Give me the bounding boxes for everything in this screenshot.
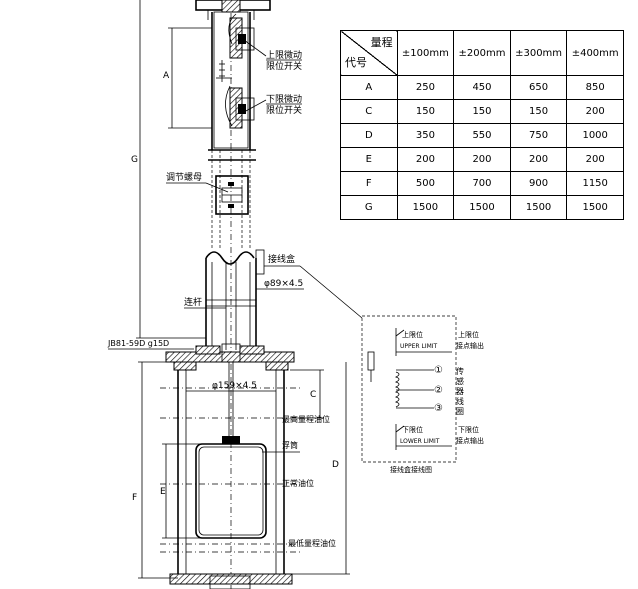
wiring-upper-left-2: UPPER LIMIT [400,343,438,350]
wiring-upper-right-2: 接点输出 [456,341,484,350]
table-row-code: D [340,123,398,148]
table-row: A 250 450 650 850 [340,75,624,100]
table-row: G 1500 1500 1500 1500 [340,195,624,220]
dim-label-C: C [310,390,316,400]
wiring-lower-right-2: 接点输出 [456,436,484,445]
wiring-sensor-4: 线 [456,396,464,406]
table-cell: 200 [566,99,624,124]
wiring-terminal-2: ② [434,385,443,396]
table-cell: 150 [509,99,568,124]
label-pipe-spec: φ89×4.5 [264,279,303,289]
dim-label-D: D [332,460,339,470]
label-flange: JB81-59D g15D [107,339,169,348]
table-cell: 450 [453,75,511,100]
table-cell: 1150 [566,171,624,196]
table-cell: 750 [509,123,568,148]
wiring-upper-left-1: 上限位 [402,330,423,339]
flange [165,343,295,371]
label-lower-switch-1: 下限微动 [266,93,302,105]
table-row: F 500 700 900 1150 [340,171,624,196]
label-connecting-rod: 连杆 [184,296,202,308]
table-row-code: C [340,99,398,124]
table-column-header: ±100mm [396,30,455,76]
wiring-sensor-5: 圈 [456,407,464,416]
table-row: E 200 200 200 200 [340,147,624,172]
callouts: 上限微动 限位开关 下限微动 限位开关 调节螺母 接线盒 φ89×4.5 连杆 … [107,39,363,548]
table-column-header: ±300mm [509,30,568,76]
label-upper-switch-2: 限位开关 [266,60,302,72]
table-cell: 200 [509,147,568,172]
range-table: 量程 代号 ±100mm ±200mm ±300mm ±400mm A 250 … [340,30,624,220]
table-cell: 250 [396,75,455,100]
table-cell: 1500 [566,195,624,220]
table-cell: 200 [396,147,455,172]
wiring-sensor-3: 器 [456,387,464,396]
table-row-code: G [340,195,398,220]
table-cell: 1000 [566,123,624,148]
label-junction-box: 接线盒 [268,253,295,265]
table-cell: 200 [566,147,624,172]
wiring-lower-left-2: LOWER LIMIT [400,438,440,445]
dim-label-G: G [131,155,138,165]
table-row: D 350 550 750 1000 [340,123,624,148]
wiring-terminal-1: ① [434,365,443,376]
table-cell: 500 [396,171,455,196]
dim-label-F: F [132,493,137,503]
label-lower-switch-2: 限位开关 [266,104,302,116]
dim-label-E: E [160,487,166,497]
label-adjust-nut: 调节螺母 [166,172,202,183]
table-cell: 1500 [509,195,568,220]
wiring-diagram: 上限位 UPPER LIMIT 上限位 接点输出 ① ② ③ 传 感 器 线 圈… [361,315,484,474]
table-cell: 350 [396,123,455,148]
label-max-level: 最高量程油位 [282,414,330,424]
table-row: C 150 150 150 200 [340,99,624,124]
table-cell: 200 [453,147,511,172]
wiring-title: 接线盒接线图 [390,465,432,474]
top-head [195,0,271,150]
dim-label-A: A [163,71,170,81]
wiring-sensor-2: 感 [456,376,464,386]
table-cell: 150 [453,99,511,124]
wiring-terminal-3: ③ [434,403,443,414]
label-float: 浮筒 [282,440,298,450]
table-corner-top: 量程 [370,36,393,49]
table-corner-bottom: 代号 [345,56,367,69]
table-row-code: E [340,147,398,172]
table-cell: 900 [509,171,568,196]
wiring-lower-left-1: 下限位 [402,425,423,434]
table-header-row: 量程 代号 ±100mm ±200mm ±300mm ±400mm [340,30,624,76]
table-cell: 1500 [453,195,511,220]
table-cell: 700 [453,171,511,196]
label-normal-level: 正常油位 [282,478,314,488]
label-float-chamber: φ159×4.5 [212,381,257,391]
table-row-code: A [340,75,398,100]
table-cell: 1500 [396,195,455,220]
table-cell: 850 [566,75,624,100]
label-min-level: 最低量程油位 [288,538,336,548]
wiring-upper-right-1: 上限位 [458,330,479,339]
table-cell: 550 [453,123,511,148]
table-column-header: ±200mm [453,30,511,76]
label-upper-switch-1: 上限微动 [266,49,302,61]
float-chamber [160,362,300,589]
table-row-code: F [340,171,398,196]
table-cell: 650 [509,75,568,100]
wiring-lower-right-1: 下限位 [458,425,479,434]
table-cell: 150 [396,99,455,124]
wiring-sensor-1: 传 [456,366,464,376]
table-corner-cell: 量程 代号 [340,30,398,76]
junction-section [205,249,265,352]
middle-column [208,149,256,250]
table-column-header: ±400mm [566,30,624,76]
dimensions: A G C D E F [131,0,350,579]
